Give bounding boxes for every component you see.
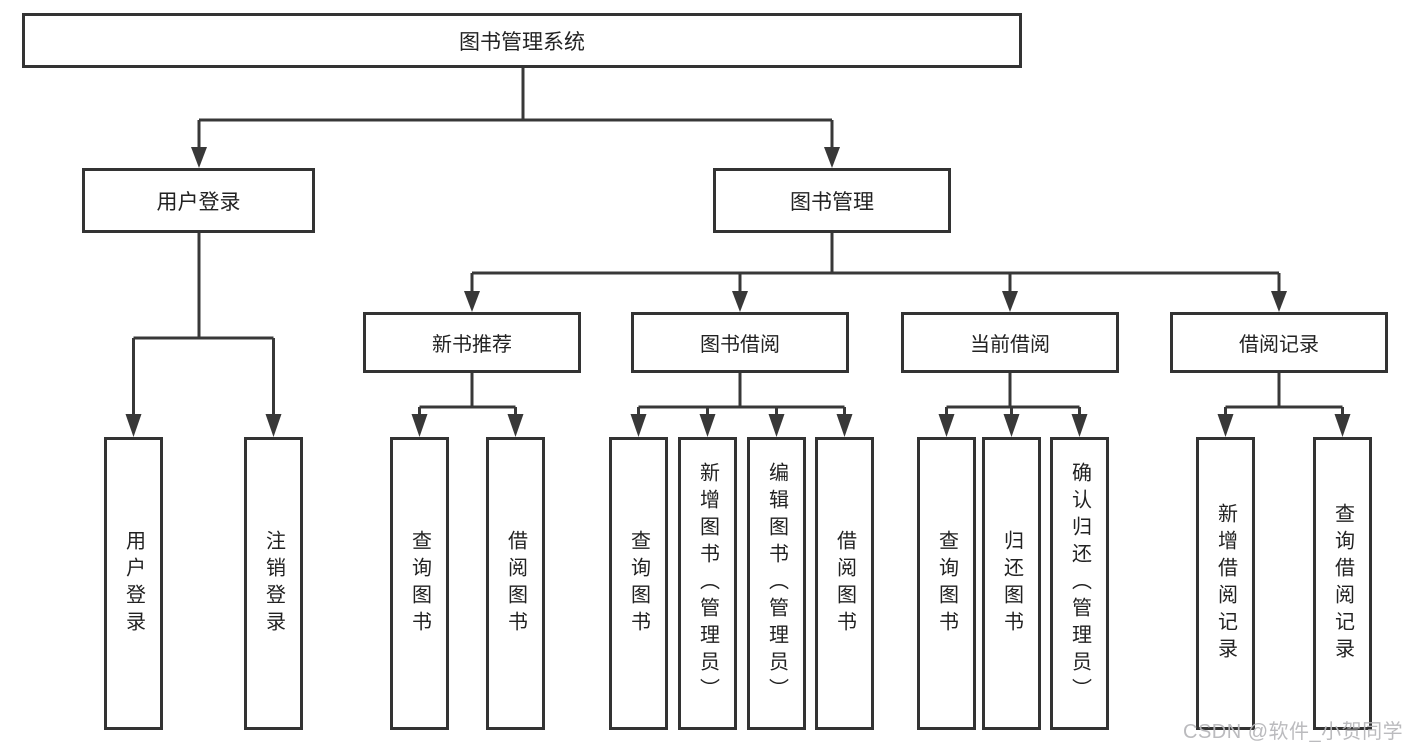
leaf-borrow-book-recommend-label: 借阅图书 bbox=[504, 529, 527, 638]
node-current-borrowing: 当前借阅 bbox=[901, 312, 1119, 373]
leaf-user-login-label: 用户登录 bbox=[122, 529, 145, 638]
leaf-query-book-recommend-label: 查询图书 bbox=[408, 529, 431, 638]
node-system-root-label: 图书管理系统 bbox=[459, 30, 585, 54]
leaf-borrow-book-recommend: 借阅图书 bbox=[486, 437, 545, 730]
arrowhead-leaf-query-record bbox=[1334, 414, 1351, 437]
arrowhead-leaf-return-book bbox=[1003, 414, 1020, 437]
node-borrowing-records-label: 借阅记录 bbox=[1239, 334, 1319, 356]
arrowhead-user-login bbox=[191, 147, 207, 168]
leaf-edit-book-admin: 编辑图书（管理员） bbox=[747, 437, 806, 730]
arrowhead-leaf-user-login bbox=[125, 414, 142, 437]
edge-current-borrowing-children bbox=[945, 373, 1081, 414]
leaf-user-login: 用户登录 bbox=[104, 437, 163, 730]
arrowhead-leaf-logout bbox=[265, 414, 282, 437]
node-new-book-recommend-label: 新书推荐 bbox=[432, 334, 512, 356]
arrowhead-book-management bbox=[824, 147, 840, 168]
leaf-add-book-admin: 新增图书（管理员） bbox=[678, 437, 737, 730]
leaf-return-book-label: 归还图书 bbox=[1000, 529, 1023, 638]
leaf-query-book-borrowing: 查询图书 bbox=[609, 437, 668, 730]
node-system-root: 图书管理系统 bbox=[22, 13, 1022, 68]
edge-root-to-level2 bbox=[197, 68, 834, 147]
leaf-query-borrow-record: 查询借阅记录 bbox=[1313, 437, 1372, 730]
node-user-login-label: 用户登录 bbox=[156, 190, 241, 214]
edge-new-book-recommend-children bbox=[418, 373, 517, 414]
leaf-add-borrow-record-label: 新增借阅记录 bbox=[1214, 502, 1237, 665]
arrowhead-leaf-borrow-book-b bbox=[836, 414, 853, 437]
leaf-add-book-admin-label: 新增图书（管理员） bbox=[696, 462, 719, 705]
arrowhead-leaf-query-book-c bbox=[938, 414, 955, 437]
node-user-login: 用户登录 bbox=[82, 168, 315, 233]
leaf-query-book-current: 查询图书 bbox=[917, 437, 976, 730]
node-book-management: 图书管理 bbox=[713, 168, 951, 233]
edge-book-management-children bbox=[470, 233, 1281, 291]
edge-borrowing-records-children bbox=[1224, 373, 1344, 414]
arrowhead-leaf-edit-book bbox=[768, 414, 785, 437]
leaf-borrow-book-label: 借阅图书 bbox=[833, 529, 856, 638]
leaf-confirm-return-admin-label: 确认归还（管理员） bbox=[1068, 462, 1091, 705]
leaf-query-book-current-label: 查询图书 bbox=[935, 529, 958, 638]
arrowhead-leaf-add-record bbox=[1217, 414, 1234, 437]
csdn-watermark: CSDN @软件_小贺同学 bbox=[1183, 721, 1404, 743]
leaf-query-book-borrowing-label: 查询图书 bbox=[627, 529, 650, 638]
leaf-logout-label: 注销登录 bbox=[262, 529, 285, 638]
leaf-confirm-return-admin: 确认归还（管理员） bbox=[1050, 437, 1109, 730]
leaf-query-borrow-record-label: 查询借阅记录 bbox=[1331, 502, 1354, 665]
leaf-borrow-book: 借阅图书 bbox=[815, 437, 874, 730]
arrowhead-current-borrowing bbox=[1002, 291, 1018, 312]
node-book-borrowing-label: 图书借阅 bbox=[700, 334, 780, 356]
arrowhead-leaf-query-book-b bbox=[630, 414, 647, 437]
arrowhead-borrowing-records bbox=[1271, 291, 1287, 312]
leaf-query-book-recommend: 查询图书 bbox=[390, 437, 449, 730]
node-new-book-recommend: 新书推荐 bbox=[363, 312, 581, 373]
edge-user-login-children bbox=[132, 233, 275, 414]
arrowhead-leaf-borrow-book-a bbox=[507, 414, 524, 437]
arrowhead-leaf-add-book bbox=[699, 414, 716, 437]
node-current-borrowing-label: 当前借阅 bbox=[970, 334, 1050, 356]
arrowhead-book-borrowing bbox=[732, 291, 748, 312]
edge-book-borrowing-children bbox=[637, 373, 846, 414]
leaf-logout: 注销登录 bbox=[244, 437, 303, 730]
leaf-add-borrow-record: 新增借阅记录 bbox=[1196, 437, 1255, 730]
leaf-edit-book-admin-label: 编辑图书（管理员） bbox=[765, 462, 788, 705]
arrowhead-leaf-query-book-a bbox=[411, 414, 428, 437]
arrowhead-new-book-recommend bbox=[464, 291, 480, 312]
node-book-borrowing: 图书借阅 bbox=[631, 312, 849, 373]
node-borrowing-records: 借阅记录 bbox=[1170, 312, 1388, 373]
arrowhead-leaf-confirm-return bbox=[1071, 414, 1088, 437]
leaf-return-book: 归还图书 bbox=[982, 437, 1041, 730]
node-book-management-label: 图书管理 bbox=[790, 190, 874, 214]
